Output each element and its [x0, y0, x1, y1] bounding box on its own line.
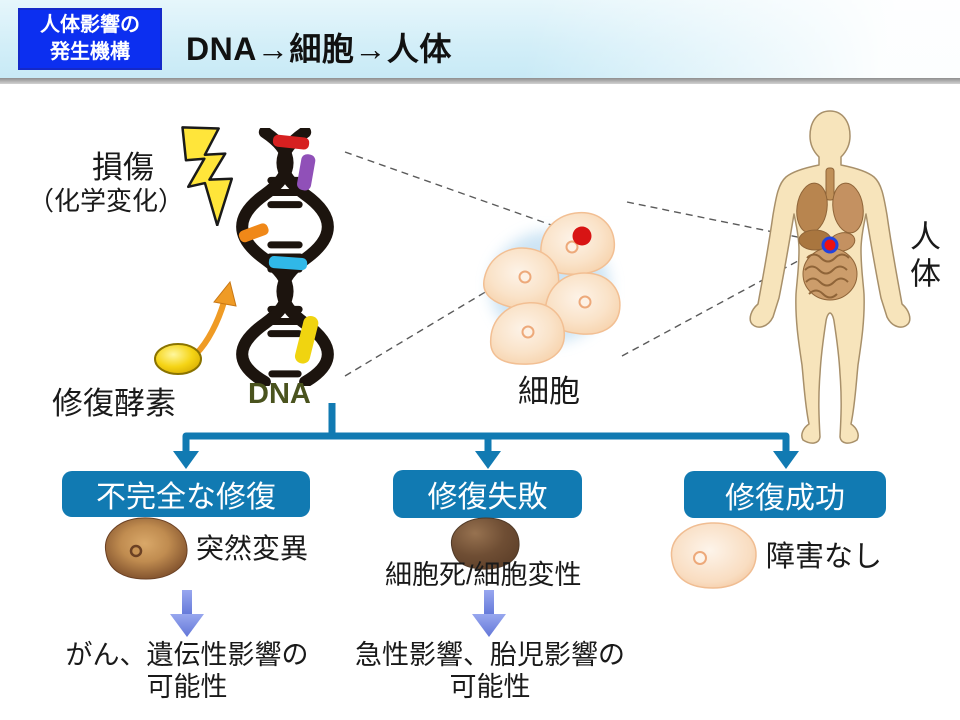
header-badge: 人体影響の 発生機構 — [18, 8, 162, 70]
header-divider — [0, 78, 960, 84]
human-body-icon — [749, 110, 911, 444]
page-title: DNA→細胞→人体 — [186, 31, 452, 67]
damaged-site-dot — [572, 226, 592, 246]
repair-enzyme-label: 修復酵素 — [52, 386, 176, 421]
badge-line1: 人体影響の — [40, 14, 140, 36]
dna-label: DNA — [248, 378, 311, 410]
dead-cell-icon — [450, 517, 520, 570]
result-label-mutation: 突然変異 — [196, 533, 309, 564]
outcome-text-cancer: がん、遺伝性影響の 可能性 — [26, 640, 348, 704]
damaged-site-dot — [821, 236, 839, 254]
damage-sublabel: （化学変化） — [28, 186, 185, 216]
enzyme-arrow-icon — [154, 280, 237, 375]
dna-helix-icon — [236, 128, 334, 386]
branch-box-repair-success: 修復成功 — [684, 471, 886, 518]
down-arrow-icon — [170, 590, 204, 637]
result-label-no-damage: 障害なし — [766, 541, 883, 573]
lightning-icon — [181, 126, 234, 226]
damage-label: 損傷 — [92, 150, 154, 185]
cell-cluster-icon — [482, 211, 621, 365]
branch-box-repair-failure: 修復失敗 — [393, 470, 582, 518]
outcome-line2: 可能性 — [146, 671, 228, 702]
mutated-cell-icon — [104, 517, 188, 580]
healthy-cell-icon — [670, 522, 757, 589]
cell-label: 細胞 — [518, 374, 580, 409]
outcome-line2: 可能性 — [449, 671, 531, 702]
branch-box-incomplete-repair: 不完全な修復 — [62, 471, 310, 517]
outcome-line1: がん、遺伝性影響の — [65, 640, 309, 670]
result-label-cell-death: 細胞死/細胞変性 — [385, 560, 582, 590]
badge-line2: 発生機構 — [50, 41, 130, 63]
outcome-line1: 急性影響、胎児影響の — [355, 640, 625, 670]
down-arrow-icon — [472, 590, 506, 637]
body-label: 人体 — [905, 220, 940, 294]
outcome-text-acute: 急性影響、胎児影響の 可能性 — [328, 640, 652, 704]
